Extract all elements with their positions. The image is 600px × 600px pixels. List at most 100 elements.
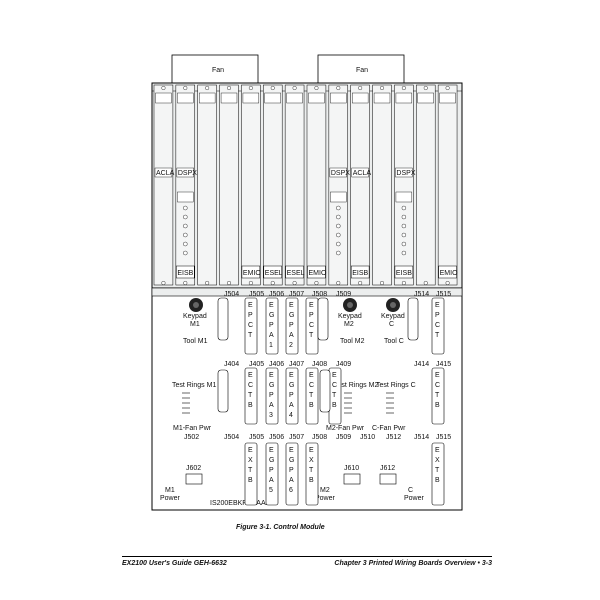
board-slot-7 (284, 84, 305, 286)
power-m2-label-1: M2 (320, 487, 330, 494)
tool-c-label: Tool C (384, 338, 404, 345)
svg-text:E: E (248, 447, 253, 454)
power-connector (343, 473, 361, 485)
svg-text:T: T (435, 332, 440, 339)
board-slot-11 (372, 84, 392, 286)
board-slot-1: ACLA (153, 84, 175, 286)
keypad-m1-label-1: Keypad (183, 313, 207, 320)
bottom-label: EISB (396, 270, 412, 277)
svg-text:E: E (289, 302, 294, 309)
svg-text:P: P (435, 312, 440, 319)
svg-text:C: C (309, 322, 314, 329)
board-slot-13 (416, 84, 436, 286)
j-label: J507 (289, 291, 304, 298)
board-slot-8 (306, 84, 327, 286)
j-label: J508 (312, 434, 327, 441)
board-label: DSPX (331, 170, 350, 177)
j-label: J506 (269, 291, 284, 298)
footer-rule (122, 556, 492, 557)
power-c-label-1: C (408, 487, 413, 494)
keypad-m1: Keypad M1 (183, 298, 207, 328)
j-label: J406 (269, 361, 284, 368)
fan-pwr-c-label: C-Fan Pwr (372, 425, 406, 432)
svg-text:E: E (269, 372, 274, 379)
svg-text:C: C (435, 322, 440, 329)
board-label: DSPX (396, 170, 415, 177)
svg-text:T: T (435, 392, 440, 399)
fan-left-label: Fan (212, 67, 224, 74)
svg-text:B: B (435, 402, 440, 409)
keypad-c-label-2: C (389, 321, 394, 328)
board-slot-6 (263, 84, 283, 286)
svg-text:C: C (309, 382, 314, 389)
svg-text:C: C (248, 382, 253, 389)
svg-text:B: B (435, 477, 440, 484)
svg-text:A: A (289, 402, 294, 409)
j-label: J508 (312, 291, 327, 298)
j-label: J509 (336, 291, 351, 298)
svg-text:T: T (309, 392, 314, 399)
svg-text:4: 4 (289, 412, 293, 419)
dsub-connector (319, 369, 331, 413)
svg-text:E: E (289, 372, 294, 379)
svg-text:A: A (269, 332, 274, 339)
svg-text:T: T (248, 392, 253, 399)
svg-text:P: P (289, 322, 294, 329)
svg-text:E: E (269, 447, 274, 454)
bottom-label: EMIO (243, 270, 261, 277)
svg-text:X: X (248, 457, 253, 464)
j-label: J407 (289, 361, 304, 368)
svg-text:A: A (289, 332, 294, 339)
bottom-label: EMIO (440, 270, 458, 277)
svg-text:T: T (248, 467, 253, 474)
j-label: J404 (224, 361, 239, 368)
svg-text:G: G (269, 382, 274, 389)
svg-text:E: E (435, 302, 440, 309)
board-label: ACLA (353, 170, 372, 177)
keypad-m2: Keypad M2 (338, 298, 362, 328)
svg-text:B: B (309, 402, 314, 409)
dsub-connector (217, 297, 229, 341)
power-connector (185, 473, 203, 485)
svg-text:E: E (289, 447, 294, 454)
power-m1-label-2: Power (160, 495, 181, 502)
j-label: J512 (386, 434, 401, 441)
board-slot-9: DSPX (328, 84, 350, 286)
board-label: DSPX (178, 170, 197, 177)
svg-text:E: E (332, 372, 337, 379)
svg-text:E: E (248, 372, 253, 379)
svg-text:P: P (248, 312, 253, 319)
svg-text:C: C (332, 382, 337, 389)
svg-text:B: B (309, 477, 314, 484)
power-connector (379, 473, 397, 485)
svg-text:E: E (435, 447, 440, 454)
svg-text:G: G (269, 312, 274, 319)
dsub-connector (217, 369, 229, 413)
svg-text:G: G (289, 457, 294, 464)
fan-right-label: Fan (356, 67, 368, 74)
power-j-m2: J610 (344, 465, 359, 472)
j-label: J415 (436, 361, 451, 368)
tool-m1-label: Tool M1 (183, 338, 208, 345)
svg-text:P: P (269, 392, 274, 399)
board-slot-10: ACLA (350, 84, 372, 286)
test-rings-c-label: Test Rings C (376, 382, 416, 389)
board-slot-3 (197, 84, 217, 286)
svg-text:B: B (332, 402, 337, 409)
svg-text:E: E (309, 302, 314, 309)
